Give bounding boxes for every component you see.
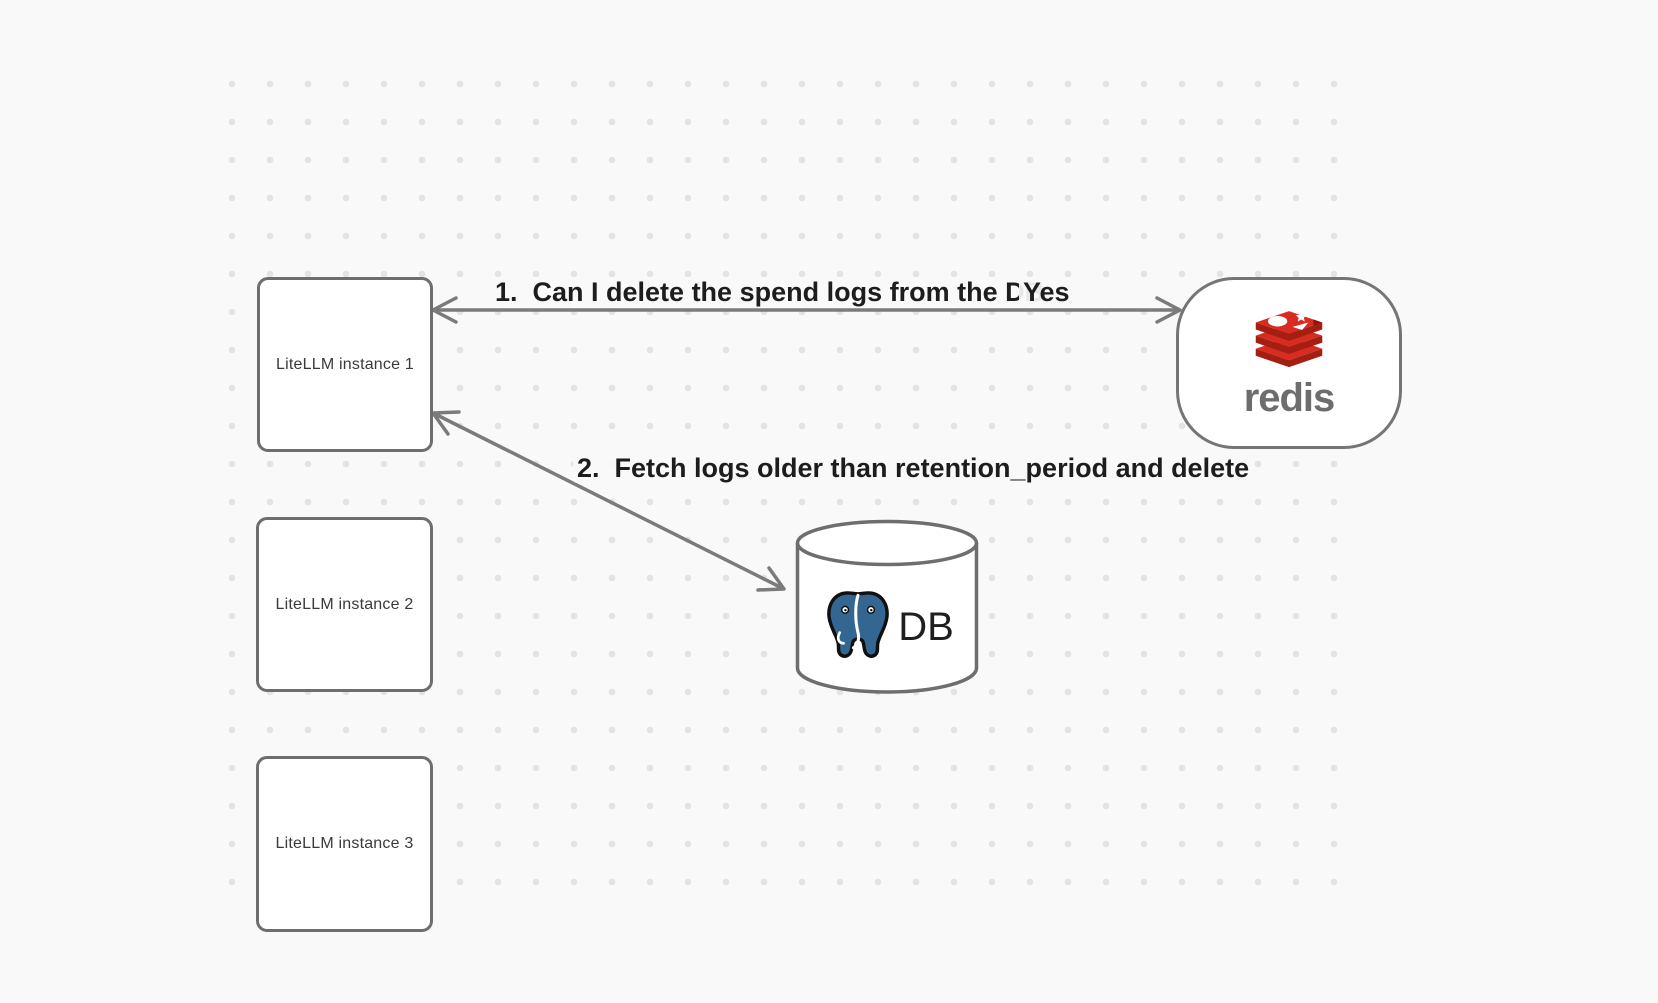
edge1-label[interactable]: 1. Can I delete the spend logs from the …	[491, 277, 1049, 307]
edge-instance1-redis[interactable]	[431, 296, 1182, 324]
node-label: LiteLLM instance 2	[275, 595, 414, 613]
redis-wordmark: redis	[1243, 376, 1336, 420]
node-litellm-instance-2[interactable]: LiteLLM instance 2	[256, 517, 433, 692]
edge-instance1-db[interactable]	[431, 410, 786, 592]
node-litellm-instance-3[interactable]: LiteLLM instance 3	[256, 756, 433, 932]
node-label: LiteLLM instance 3	[275, 835, 414, 852]
node-label: LiteLLM instance 1	[276, 355, 414, 373]
edge1-response-label[interactable]: Yes	[1019, 277, 1074, 307]
node-litellm-instance-1[interactable]: LiteLLM instance 1	[257, 277, 433, 452]
postgresql-elephant-icon	[820, 587, 896, 668]
edge2-label[interactable]: 2. Fetch logs older than retention_perio…	[573, 453, 1254, 483]
node-redis[interactable]: redis	[1176, 277, 1402, 449]
node-db-content: DB	[794, 518, 980, 696]
db-label: DB	[898, 605, 954, 649]
redis-logo-icon	[1247, 308, 1331, 377]
